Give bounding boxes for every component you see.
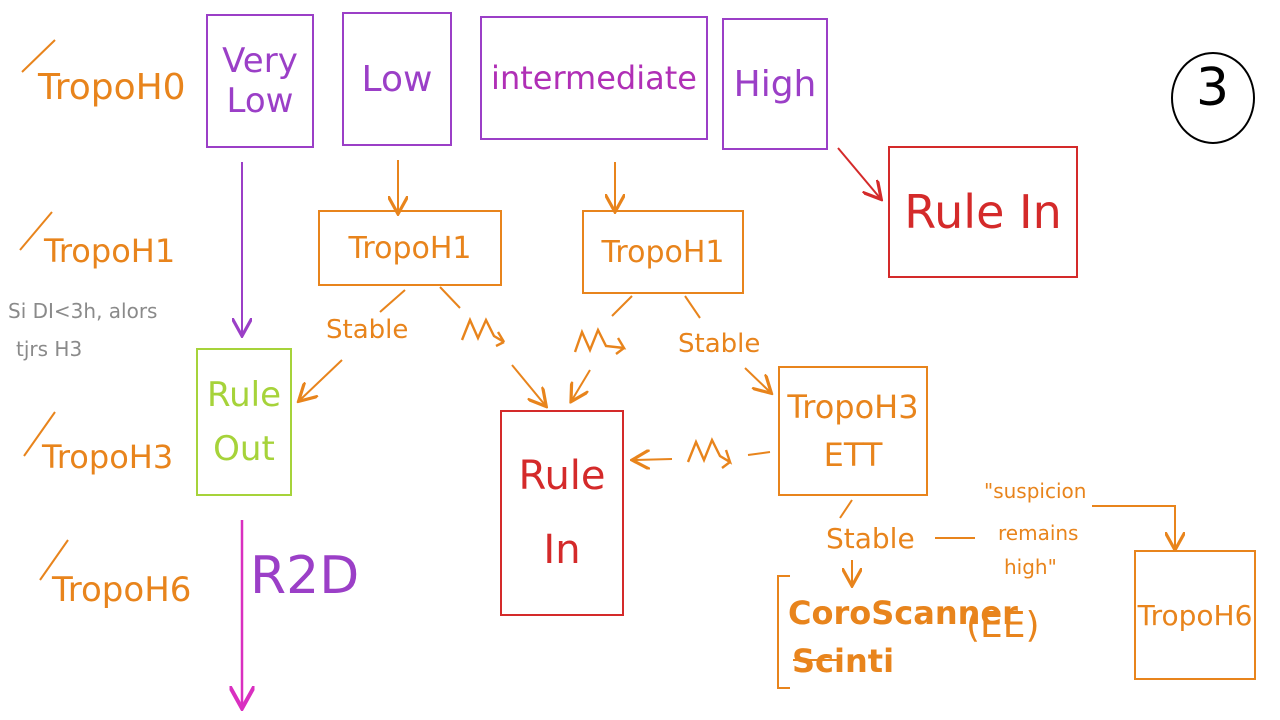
rise-glyph-b (573, 327, 627, 355)
box-intermediate: intermediate (480, 16, 708, 140)
line-h1b-stable (684, 295, 701, 319)
row-label-h1: TropoH1 (44, 232, 176, 270)
r2d-label: R2D (250, 546, 360, 606)
box-rule-out: Rule Out (196, 348, 292, 496)
page-number-circle (1171, 52, 1255, 144)
high-label: High (733, 63, 817, 105)
rise-glyph-a (460, 316, 506, 348)
rise-glyph-c (686, 437, 733, 469)
page-number: 3 (1196, 58, 1230, 118)
row-tick-h1 (19, 211, 53, 251)
rule-in-top-label: Rule In (904, 185, 1062, 239)
row-tick-h0 (21, 39, 56, 73)
tropo-h1-b-label: TropoH1 (601, 234, 725, 270)
box-rule-in-top: Rule In (888, 146, 1078, 278)
side-note-line2: tjrs H3 (16, 337, 83, 361)
very-low-line1: Very (222, 41, 298, 81)
box-low: Low (342, 12, 452, 146)
box-tropo-h3-ett: TropoH3 ETT (778, 366, 928, 496)
row-label-h0: TropoH0 (38, 67, 186, 108)
arrow-suspicion-tropoh6 (1092, 505, 1175, 548)
box-tropo-h1-b: TropoH1 (582, 210, 744, 294)
arrow-high-rulein (837, 147, 880, 198)
box-very-low: Very Low (206, 14, 314, 148)
low-label: Low (361, 58, 433, 100)
suspicion-line2: remains (998, 521, 1079, 545)
arrow-rise-rulein-c (634, 459, 673, 460)
arrow-stable-ruleout (300, 359, 343, 400)
line-h1a-stable (379, 289, 406, 313)
line-ett-stable-bottom (839, 499, 853, 519)
coro-bracket (777, 575, 790, 689)
row-tick-h6 (39, 539, 69, 581)
edge-label-stable-left: Stable (326, 315, 409, 345)
line-ett-rise (747, 451, 771, 456)
suspicion-line3: high" (1004, 555, 1057, 579)
row-label-h6: TropoH6 (52, 570, 192, 610)
line-h1b-rise (611, 295, 633, 317)
arrow-rise-rulein-a (511, 364, 545, 405)
suspicion-line1: "suspicion (984, 479, 1087, 503)
edge-label-stable-bottom: Stable (826, 522, 915, 555)
rule-in-center-line1: Rule (518, 453, 606, 499)
rule-out-line2: Out (213, 429, 275, 469)
coroscanner-line2: Scinti (792, 642, 895, 680)
intermediate-label: intermediate (491, 59, 697, 97)
rule-in-center-line2: In (543, 527, 581, 573)
arrow-stable-ett (744, 367, 770, 392)
tropo-h1-a-label: TropoH1 (348, 230, 472, 266)
row-tick-h3 (23, 411, 56, 457)
row-label-h3: TropoH3 (42, 438, 174, 476)
tropo-h3-ett-line2: ETT (823, 436, 883, 474)
very-low-line2: Low (226, 81, 294, 121)
box-tropo-h1-a: TropoH1 (318, 210, 502, 286)
box-rule-in-center: Rule In (500, 410, 624, 616)
coroscanner-line1: CoroScanner (788, 594, 1018, 632)
side-note-line1: Si DI<3h, alors (8, 299, 158, 323)
rule-out-line1: Rule (206, 375, 281, 415)
line-h1a-rise (439, 286, 461, 309)
box-high: High (722, 18, 828, 150)
edge-label-stable-mid: Stable (678, 329, 761, 359)
box-tropo-h6-right: TropoH6 (1134, 550, 1256, 680)
arrow-rise-rulein-b (572, 369, 591, 400)
ee-label: (EE) (966, 605, 1040, 646)
tropo-h3-ett-line1: TropoH3 (787, 388, 919, 426)
tropo-h6-right-label: TropoH6 (1137, 598, 1253, 632)
